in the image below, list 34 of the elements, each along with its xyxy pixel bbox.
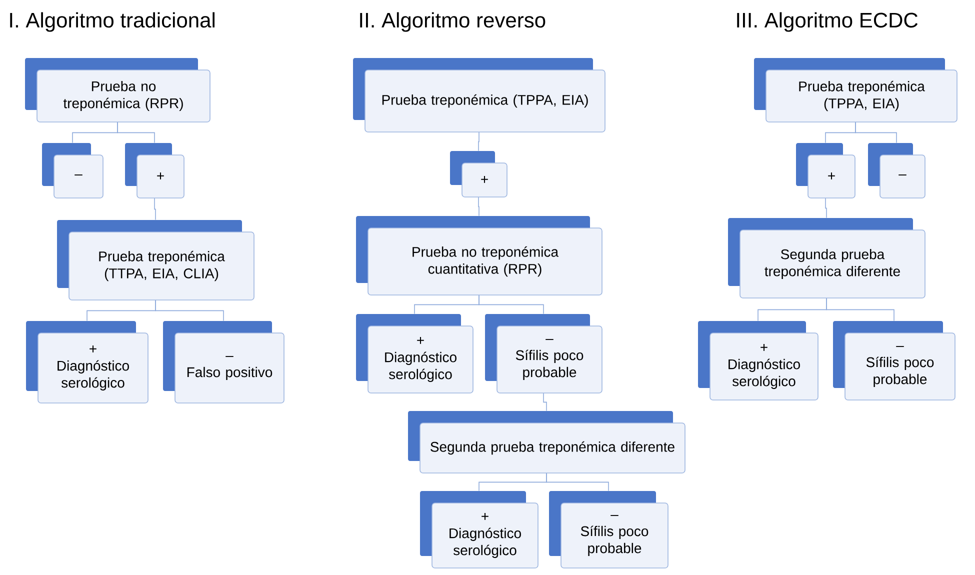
process-box: – Sífilis poco probable <box>485 314 602 394</box>
process-box: Prueba no treponémica (RPR) <box>25 58 210 122</box>
process-box: + Diagnóstico serológico <box>26 321 148 404</box>
process-box: + Diagnóstico serológico <box>698 321 818 400</box>
connector-line <box>478 294 544 314</box>
connector-line <box>117 122 155 144</box>
connector-line <box>154 198 156 220</box>
column-title: I. Algoritmo tradicional <box>10 12 215 32</box>
process-box: + <box>796 143 856 198</box>
process-box: + <box>125 143 184 198</box>
connector-line <box>825 198 827 218</box>
process-box: + Diagnóstico serológico <box>420 491 538 568</box>
process-box: – <box>868 143 926 198</box>
process-box: – Falso positivo <box>163 321 284 404</box>
process-box: Prueba treponémica (TPPA, EIA) <box>754 58 958 122</box>
connector-line <box>543 392 547 412</box>
connector-line <box>155 300 224 322</box>
connector-line <box>478 196 480 216</box>
process-box: Prueba treponémica (TPPA, EIA) <box>353 58 606 132</box>
connector-line <box>826 298 894 322</box>
process-box: Segunda prueba treponémica diferente <box>728 218 926 298</box>
column-title: III. Algoritmo ECDC <box>737 12 918 32</box>
process-box: Prueba treponémica (TTPA, EIA, CLIA) <box>57 220 254 300</box>
process-box: – Sífilis poco probable <box>833 321 956 400</box>
connector-line <box>546 472 609 492</box>
connector-line <box>855 122 897 144</box>
connector-line <box>478 132 480 152</box>
column-title: II. Algoritmo reverso <box>360 12 546 32</box>
process-box: + <box>450 151 508 198</box>
process-box: Prueba no treponémica cuantitativa (RPR) <box>356 216 602 296</box>
process-box: – <box>42 143 104 198</box>
process-box: + Diagnóstico serológico <box>356 314 474 394</box>
process-box: – Sífilis poco probable <box>549 491 668 568</box>
process-box: Segunda prueba treponémica diferente <box>408 411 686 474</box>
